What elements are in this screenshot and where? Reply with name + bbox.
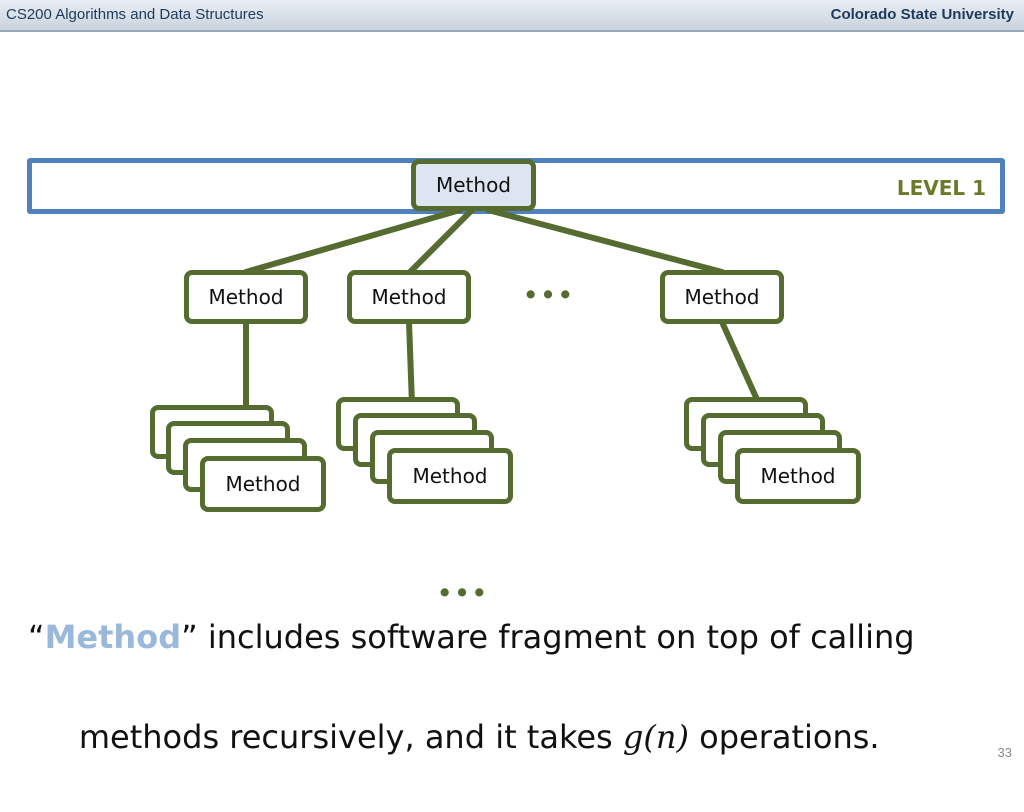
- caption-line-2-post: operations.: [688, 718, 880, 756]
- stack-3-front-method-node: Method: [735, 448, 861, 504]
- course-title: CS200 Algorithms and Data Structures: [6, 6, 264, 23]
- caption-highlight: Method: [44, 618, 182, 656]
- edge-root-to-child-3: [485, 207, 725, 275]
- sibling-ellipsis: ...: [523, 258, 575, 309]
- node-label: Method: [225, 472, 301, 496]
- caption-open-quote: “: [28, 618, 45, 656]
- node-label: Method: [412, 464, 488, 488]
- caption-line-2-pre: methods recursively, and it takes: [68, 718, 623, 756]
- level-label: LEVEL 1: [896, 176, 986, 200]
- child-method-node-2: Method: [347, 270, 471, 324]
- node-label: Method: [208, 285, 284, 309]
- caption-line-1-text: ” includes software fragment on top of c…: [181, 618, 915, 656]
- root-method-node: Method: [411, 159, 536, 211]
- child-method-node-3: Method: [660, 270, 784, 324]
- university-name: Colorado State University: [830, 6, 1014, 23]
- node-label: Method: [371, 285, 447, 309]
- caption-line-2: methods recursively, and it takes g(n) o…: [28, 662, 988, 812]
- edge-root-to-child-2: [407, 207, 475, 275]
- page-number: 33: [997, 745, 1012, 760]
- node-label: Method: [684, 285, 760, 309]
- child-method-node-1: Method: [184, 270, 308, 324]
- node-label: Method: [760, 464, 836, 488]
- edge-root-to-child-1: [243, 207, 463, 275]
- depth-ellipsis: ...: [437, 556, 489, 607]
- stack-1-front-method-node: Method: [200, 456, 326, 512]
- caption-line-1: “Method” includes software fragment on t…: [28, 612, 988, 662]
- node-label: Method: [435, 173, 511, 197]
- slide-caption: “Method” includes software fragment on t…: [28, 612, 988, 812]
- stack-2-front-method-node: Method: [387, 448, 513, 504]
- caption-italic-gn: g(n): [622, 718, 689, 756]
- slide-header: CS200 Algorithms and Data Structures Col…: [0, 0, 1024, 32]
- tree-edges: [243, 207, 767, 446]
